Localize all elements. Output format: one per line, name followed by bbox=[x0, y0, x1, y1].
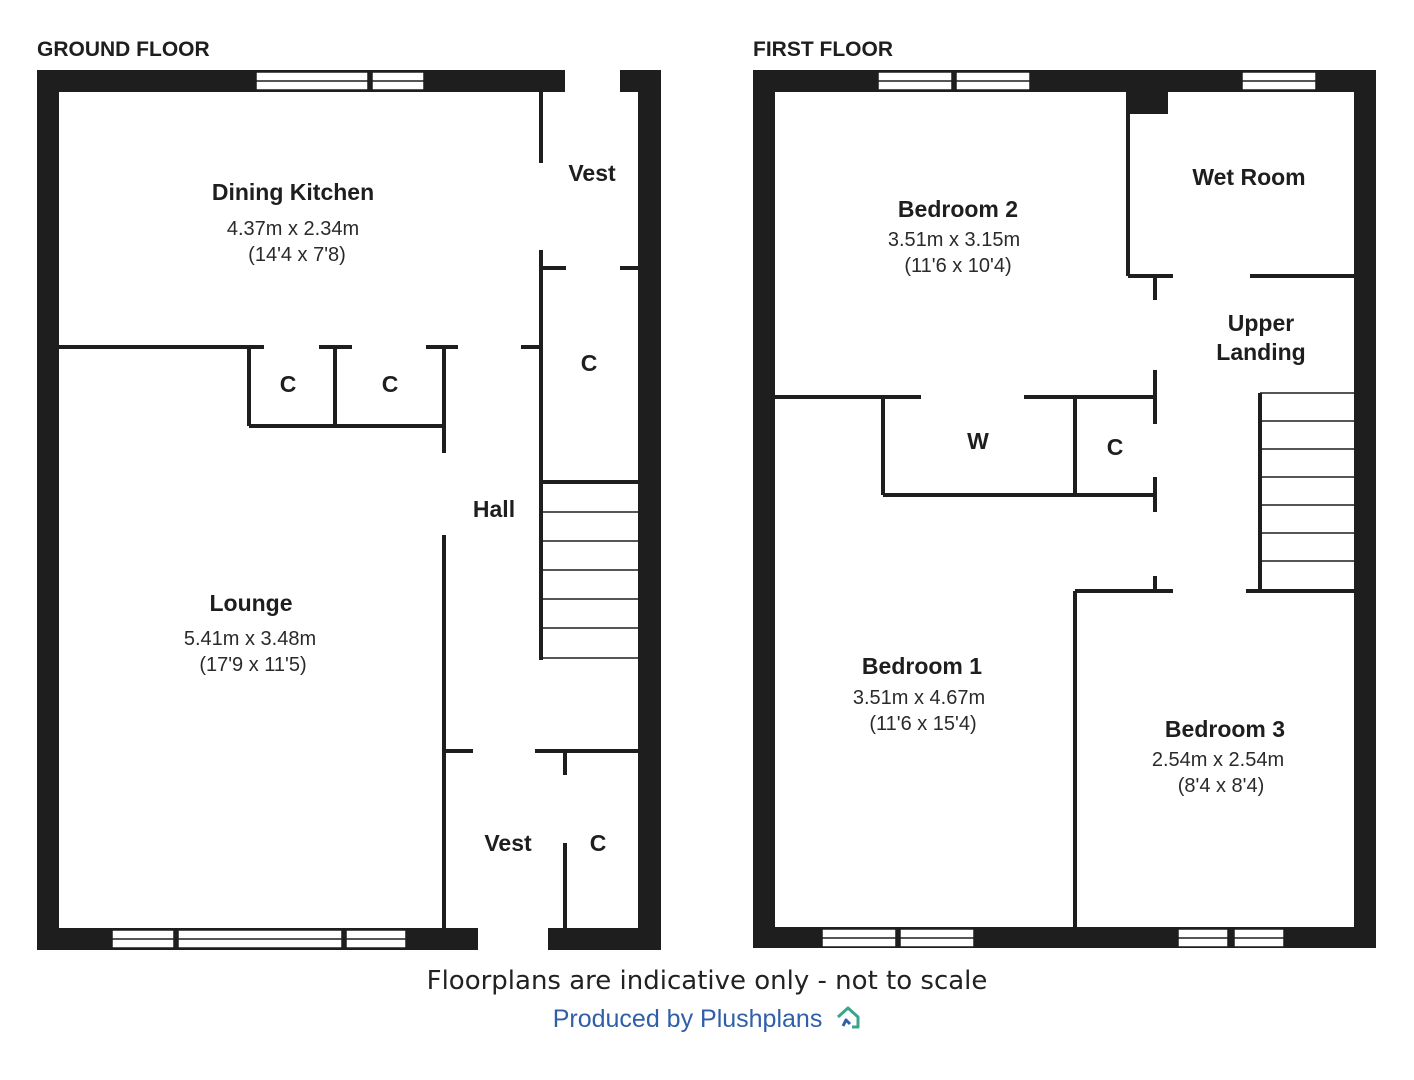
first-floor-outer-walls bbox=[753, 70, 1376, 948]
first-floor-title: FIRST FLOOR bbox=[753, 38, 893, 61]
first-floor-internal-walls bbox=[775, 114, 1354, 927]
vest-top-label: Vest bbox=[568, 160, 616, 186]
upper-landing-label-line1: Upper bbox=[1228, 310, 1295, 336]
bedroom-3-dim-metric: 2.54m x 2.54m bbox=[1152, 749, 1284, 771]
cupboard-left-1-label: C bbox=[280, 371, 297, 397]
disclaimer-text: Floorplans are indicative only - not to … bbox=[426, 966, 988, 996]
wet-room-label: Wet Room bbox=[1192, 164, 1305, 190]
floorplan-drawing: GROUND FLOOR bbox=[37, 38, 1376, 950]
wardrobe-label: W bbox=[967, 428, 989, 454]
bedroom-2-dim-imperial: (11'6 x 10'4) bbox=[904, 255, 1011, 277]
plushplans-logo-icon bbox=[835, 1004, 861, 1037]
hall-label: Hall bbox=[473, 496, 515, 522]
ground-floor-internal-walls bbox=[59, 92, 638, 928]
cupboard-bottom-label: C bbox=[590, 830, 607, 856]
dining-kitchen-label: Dining Kitchen bbox=[212, 179, 374, 205]
first-floor-windows bbox=[821, 71, 1317, 948]
bedroom-3-label: Bedroom 3 bbox=[1165, 716, 1285, 742]
ground-floor-plan: GROUND FLOOR bbox=[37, 38, 661, 950]
ground-floor-title: GROUND FLOOR bbox=[37, 38, 210, 61]
bedroom-1-dim-imperial: (11'6 x 15'4) bbox=[869, 713, 976, 735]
bedroom-2-dim-metric: 3.51m x 3.15m bbox=[888, 229, 1020, 251]
lounge-dim-imperial: (17'9 x 11'5) bbox=[199, 654, 306, 676]
dining-kitchen-dim-imperial: (14'4 x 7'8) bbox=[248, 244, 346, 266]
first-floor-plan: FIRST FLOOR bbox=[753, 38, 1376, 948]
bedroom-1-dim-metric: 3.51m x 4.67m bbox=[853, 687, 985, 709]
lounge-dim-metric: 5.41m x 3.48m bbox=[184, 628, 316, 650]
lounge-label: Lounge bbox=[209, 590, 292, 616]
first-floor-cupboard-label: C bbox=[1107, 434, 1124, 460]
bedroom-3-dim-imperial: (8'4 x 8'4) bbox=[1178, 775, 1265, 797]
ground-floor-staircase bbox=[541, 511, 638, 659]
credit-text: Produced by Plushplans bbox=[552, 1005, 823, 1034]
upper-landing-label-line2: Landing bbox=[1216, 339, 1305, 365]
dining-kitchen-dim-metric: 4.37m x 2.34m bbox=[227, 218, 359, 240]
bedroom-1-label: Bedroom 1 bbox=[862, 653, 982, 679]
credit-line: Produced by Plushplans bbox=[0, 1004, 1414, 1037]
cupboard-right-label: C bbox=[581, 350, 598, 376]
ground-floor-outer-walls bbox=[37, 70, 661, 950]
ground-floor-windows bbox=[111, 71, 425, 949]
vest-bottom-label: Vest bbox=[484, 830, 532, 856]
bedroom-2-label: Bedroom 2 bbox=[898, 196, 1018, 222]
cupboard-left-2-label: C bbox=[382, 371, 399, 397]
first-floor-staircase bbox=[1260, 392, 1360, 562]
